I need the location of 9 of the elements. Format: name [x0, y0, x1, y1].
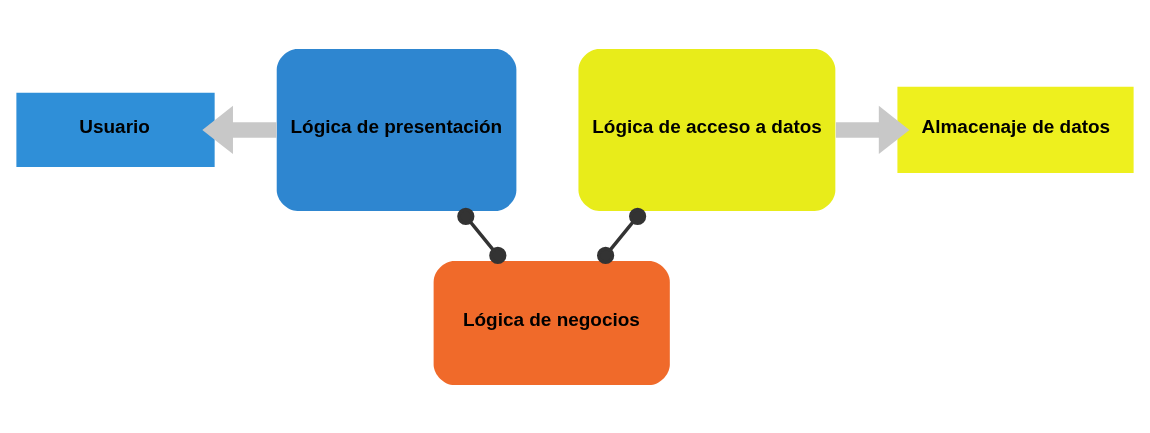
node-box: Usuario	[16, 92, 215, 167]
arrow	[202, 105, 277, 154]
node-box: Lógica de negocios	[433, 260, 670, 385]
node-box: Lógica de presentación	[276, 48, 517, 211]
connector	[457, 207, 507, 264]
arrow	[835, 105, 910, 154]
connector	[597, 207, 647, 264]
node-box: Almacenaje de datos	[897, 86, 1134, 173]
node-box: Lógica de acceso a datos	[578, 48, 836, 211]
